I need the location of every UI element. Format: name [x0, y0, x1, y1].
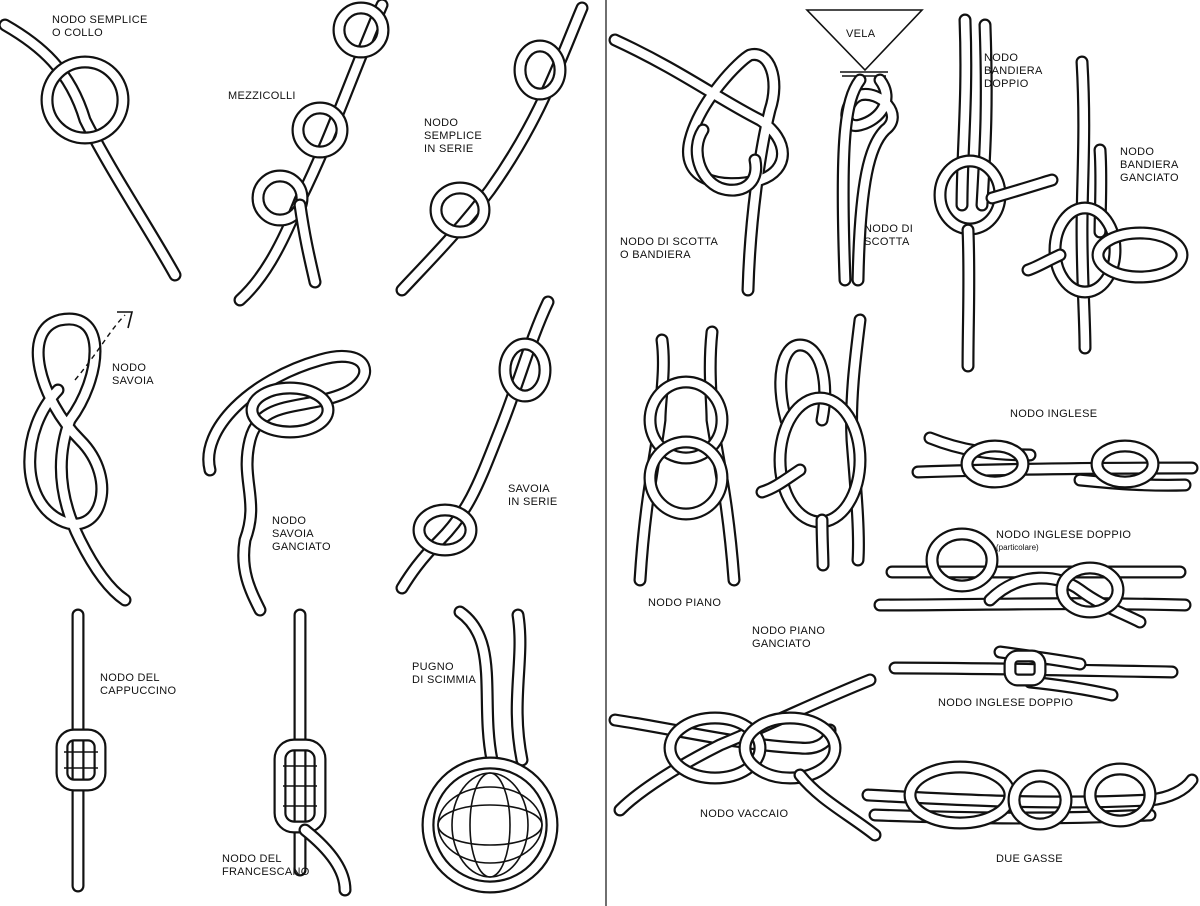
label-line: NODO DEL	[100, 672, 160, 684]
knot-semplice-serie	[395, 1, 589, 297]
label-line: O BANDIERA	[620, 249, 691, 261]
label-line: NODO INGLESE	[1010, 408, 1098, 420]
knot-savoia-serie	[395, 295, 555, 595]
knot-scotta-vela	[805, 9, 924, 287]
knot-savoia-ganciato	[202, 349, 372, 617]
label-line: O COLLO	[52, 27, 104, 39]
label-line: DOPPIO	[984, 78, 1029, 90]
knot-nodo-savoia	[23, 311, 134, 607]
label-nodo-vaccaio: NODO VACCAIO	[700, 808, 788, 821]
label-mezzicolli: MEZZICOLLI	[228, 90, 296, 103]
label-line: IN SERIE	[424, 143, 474, 155]
label-inglese-doppio-particolare: NODO INGLESE DOPPIO	[996, 529, 1131, 542]
label-line: NODO	[984, 52, 1019, 64]
sail-shape	[805, 9, 924, 72]
knot-nodo-semplice	[0, 18, 182, 282]
label-nodo-inglese: NODO INGLESE	[1010, 408, 1097, 421]
label-line: NODO DI SCOTTA	[620, 236, 719, 248]
label-line: NODO SEMPLICE	[52, 14, 148, 26]
knot-due-gasse	[861, 760, 1199, 831]
label-line: NODO PIANO	[752, 625, 826, 637]
label-line: GANCIATO	[1120, 172, 1179, 184]
knot-nodo-vaccaio	[608, 673, 882, 842]
label-line: MEZZICOLLI	[228, 90, 296, 102]
label-line: NODO INGLESE DOPPIO	[938, 697, 1074, 709]
label-line: NODO	[272, 515, 307, 527]
label-line: GANCIATO	[752, 638, 811, 650]
label-line: IN SERIE	[508, 496, 558, 508]
label-line: NODO DI	[864, 223, 914, 235]
label-line: NODO INGLESE DOPPIO	[996, 529, 1132, 541]
label-line: SAVOIA	[272, 528, 314, 540]
label-particolare: (particolare)	[996, 543, 1039, 553]
label-line: GANCIATO	[272, 541, 331, 553]
knot-piano-ganciato	[755, 313, 867, 572]
label-line: SAVOIA	[112, 375, 154, 387]
label-line: FRANCESCANO	[222, 866, 310, 878]
label-line: (particolare)	[996, 543, 1039, 552]
knot-scotta-bandiera	[608, 33, 789, 297]
label-line: SCOTTA	[864, 236, 910, 248]
label-line: VELA	[846, 28, 876, 40]
label-line: NODO PIANO	[648, 597, 722, 609]
label-line: NODO	[424, 117, 459, 129]
knot-pugno-scimmia	[421, 605, 559, 894]
label-line: NODO DEL	[222, 853, 282, 865]
label-line: DUE GASSE	[996, 853, 1063, 865]
knot-mezzicolli	[233, 0, 390, 307]
knot-bandiera-ganciato	[1021, 55, 1189, 355]
label-line: BANDIERA	[984, 65, 1043, 77]
label-line: DI SCIMMIA	[412, 674, 477, 686]
label-nodo-piano: NODO PIANO	[648, 597, 721, 610]
knot-francescano	[273, 608, 352, 897]
label-line: BANDIERA	[1120, 159, 1179, 171]
label-due-gasse: DUE GASSE	[996, 853, 1063, 866]
label-vela: VELA	[846, 28, 875, 41]
knot-inglese-doppio	[888, 645, 1179, 702]
knot-nodo-piano	[633, 325, 741, 587]
label-line: SAVOIA	[508, 483, 550, 495]
label-inglese-doppio: NODO INGLESE DOPPIO	[938, 697, 1073, 710]
label-line: NODO	[112, 362, 147, 374]
label-line: PUGNO	[412, 661, 454, 673]
knot-cappuccino	[55, 608, 107, 893]
label-line: SEMPLICE	[424, 130, 483, 142]
label-line: NODO	[1120, 146, 1155, 158]
knot-inglese-doppio-particolare	[873, 527, 1192, 629]
knot-bandiera-doppio	[933, 13, 1059, 373]
label-line: NODO VACCAIO	[700, 808, 789, 820]
label-line: CAPPUCCINO	[100, 685, 177, 697]
knot-nodo-inglese	[911, 431, 1199, 492]
